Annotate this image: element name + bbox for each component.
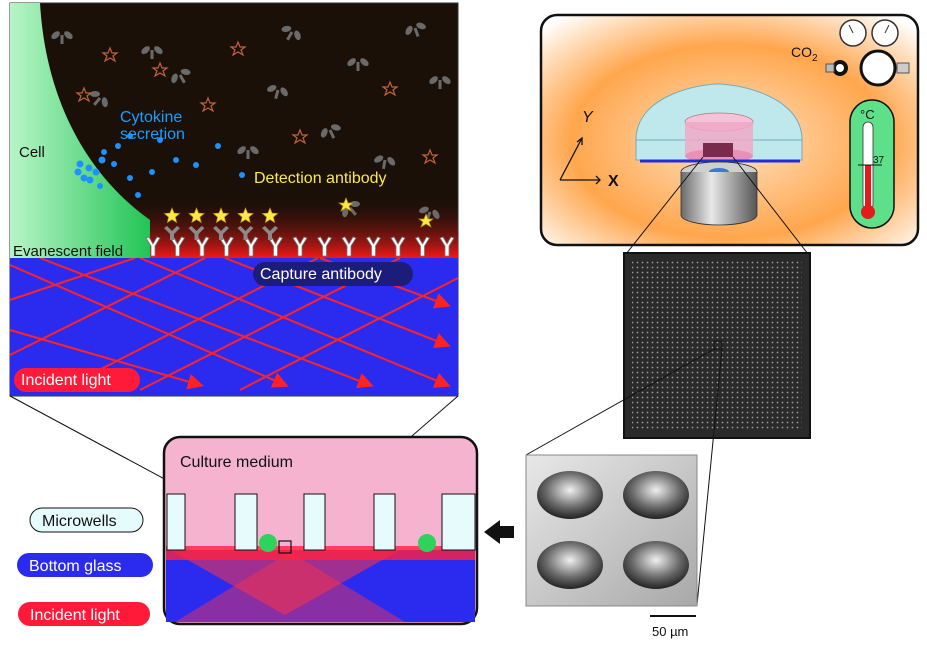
microwell-array-photo (623, 252, 811, 439)
capture-antibody-icon (414, 236, 431, 257)
bound-detection-complex (212, 207, 230, 240)
cell-shape (10, 3, 150, 258)
capture-antibody-icon (169, 236, 186, 257)
floating-star-antigens (75, 40, 439, 165)
floating-bound-stars (337, 197, 435, 228)
zoom-lines-sem (525, 348, 723, 606)
cytokine-label-line1: Cytokine (120, 109, 182, 126)
cell-in-well (259, 534, 277, 552)
culture-medium-label: Culture medium (180, 454, 293, 471)
capture-antibody-label: Capture antibody (260, 266, 382, 283)
incident-light-label: Incident light (21, 372, 111, 389)
legend-bottom-glass-pill (17, 553, 153, 577)
capture-antibody-icon (292, 236, 308, 257)
cell-label: Cell (19, 144, 45, 161)
capture-antibody-icon (267, 236, 284, 257)
capture-antibody-icon (439, 236, 455, 257)
capture-antibody-pill (253, 262, 413, 286)
capture-antibody-icon (390, 236, 406, 257)
detection-antibody-label: Detection antibody (254, 170, 387, 187)
legend-microwells-pill (29, 507, 144, 533)
capture-antibody-icon (218, 236, 235, 257)
incident-light-pill (14, 368, 140, 392)
floating-detection-antibodies (51, 22, 451, 221)
legend-bottom-glass-label: Bottom glass (29, 558, 121, 575)
legend-incident-light-label: Incident light (30, 607, 120, 624)
legend-incident-light-pill (18, 602, 150, 626)
legend: Microwells Bottom glass Incident light (17, 507, 153, 626)
incubator-panel: Y X CO2 °C 37 (539, 13, 920, 247)
capture-antibody-icon (316, 236, 333, 257)
bound-sandwich-complexes (163, 207, 279, 240)
capture-antibody-icon (341, 236, 357, 257)
axis-x-label: X (608, 173, 619, 190)
zoom-box (278, 540, 292, 554)
temp-unit-label: °C (860, 107, 875, 122)
bound-detection-complex (237, 207, 254, 240)
capture-antibody-icon (194, 236, 210, 257)
microwell-walls (166, 493, 476, 551)
capture-antibody-icon (145, 236, 161, 257)
legend-microwells-label: Microwells (42, 513, 117, 530)
chip-cross-section: Culture medium (162, 435, 479, 626)
bound-detection-complex (188, 207, 205, 240)
evanescent-field-label: Evanescent field (13, 243, 123, 260)
capture-antibody-icon (365, 236, 382, 257)
bound-detection-complex (163, 207, 181, 240)
co2-regulator (825, 19, 910, 87)
bound-detection-complex (261, 207, 279, 240)
cytokine-label-line2: secretion (120, 126, 185, 143)
cell-in-well (418, 534, 436, 552)
xy-axes (559, 136, 601, 185)
temp-mark-label: 37 (873, 155, 885, 166)
capture-antibody-icon (243, 236, 259, 257)
tirf-schematic-panel: Cell Cytokine secretion Detection antibo… (9, 2, 459, 397)
axis-y-label: Y (582, 109, 594, 126)
cytokine-particles (74, 133, 245, 198)
scale-bar-label: 50 µm (652, 624, 688, 639)
left-arrow-icon (484, 520, 514, 544)
co2-label: CO2 (791, 44, 818, 64)
zoom-lines-chip (625, 156, 809, 255)
sem-panel: 50 µm (525, 454, 698, 639)
capture-antibody-row (145, 236, 455, 257)
